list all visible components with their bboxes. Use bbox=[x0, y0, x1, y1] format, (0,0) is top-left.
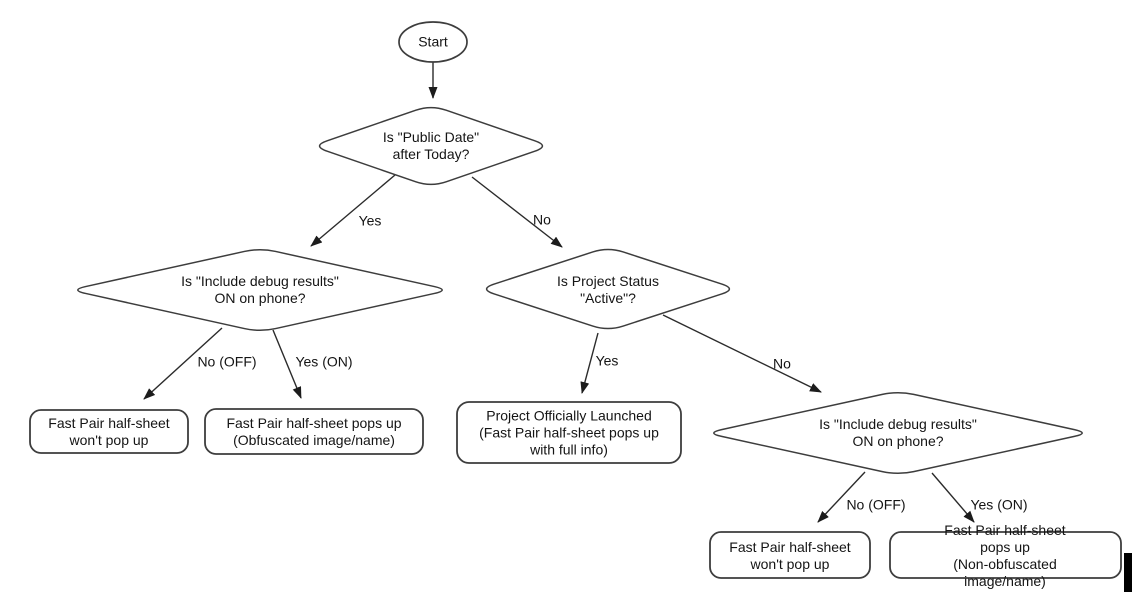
result-no-popup-right-shape bbox=[709, 531, 871, 579]
result-non-obfuscated-shape bbox=[889, 531, 1122, 579]
decision-project-status-shape bbox=[485, 248, 731, 330]
result-launched-shape bbox=[456, 401, 682, 464]
edge-no-off-left bbox=[143, 327, 223, 400]
result-no-popup-left-shape bbox=[29, 409, 189, 454]
edge-yes-on-left bbox=[272, 329, 302, 399]
edge-yes-to-debug-left bbox=[310, 174, 396, 247]
edge-no-to-debug-right bbox=[662, 314, 822, 393]
decision-debug-right-shape bbox=[713, 391, 1083, 475]
edge-yes-to-launched bbox=[580, 332, 599, 394]
result-obfuscated-shape bbox=[204, 408, 424, 455]
text-cursor-bar bbox=[1124, 553, 1132, 592]
decision-debug-left-shape bbox=[77, 248, 443, 332]
start-terminator-shape bbox=[398, 21, 468, 63]
edge-no-to-project-status bbox=[471, 176, 563, 248]
edge-yes-on-right bbox=[931, 472, 975, 523]
edge-no-off-right bbox=[817, 471, 866, 523]
decision-public-date-shape bbox=[318, 106, 544, 186]
